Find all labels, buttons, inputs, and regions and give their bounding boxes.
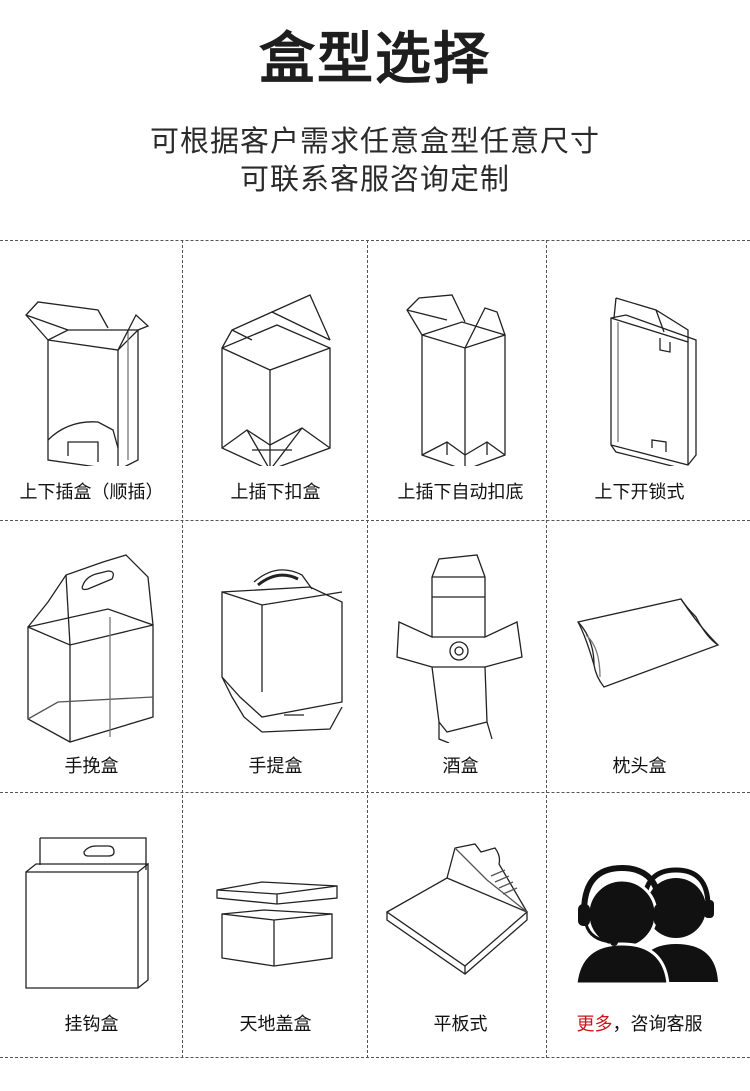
grid-divider bbox=[182, 240, 183, 1058]
customer-service-icon bbox=[574, 864, 718, 984]
page-subtitle-line1: 可根据客户需求任意盒型任意尺寸 bbox=[149, 124, 600, 158]
box-type-label: 上下插盒（顺插） bbox=[19, 482, 164, 503]
box-type-grid: 上下插盒（顺插） 上插下扣盒 上插下自动扣底 bbox=[0, 240, 750, 1058]
page-subtitle-line2: 可联系客服咨询定制 bbox=[239, 162, 510, 196]
grid-divider bbox=[0, 1057, 750, 1058]
more-highlight: 更多 bbox=[576, 1014, 613, 1035]
box-type-carry[interactable]: 手提盒 bbox=[184, 527, 367, 797]
grid-divider bbox=[0, 792, 750, 793]
carry-box-icon bbox=[221, 569, 343, 733]
box-type-label: 手提盒 bbox=[248, 756, 303, 777]
box-type-wine[interactable]: 酒盒 bbox=[369, 527, 552, 797]
page-title: 盒型选择 bbox=[259, 27, 491, 92]
grid-divider bbox=[546, 240, 547, 1058]
box-type-label: 上下开锁式 bbox=[594, 482, 685, 503]
wine-box-icon bbox=[396, 554, 523, 743]
box-type-top-bottom-lock[interactable]: 上下开锁式 bbox=[548, 250, 731, 520]
box-type-hanger[interactable]: 挂钩盒 bbox=[0, 800, 183, 1070]
box-type-label: 天地盖盒 bbox=[239, 1014, 312, 1035]
auto-lock-bottom-box-icon bbox=[406, 294, 506, 466]
top-bottom-lock-box-icon bbox=[610, 297, 697, 466]
snap-lock-bottom-box-icon bbox=[221, 294, 331, 466]
more-label: 更多，咨询客服 bbox=[548, 1010, 731, 1036]
handle-box-icon bbox=[27, 554, 154, 743]
more-rest: ，咨询客服 bbox=[612, 1014, 703, 1035]
box-type-label: 枕头盒 bbox=[612, 756, 667, 777]
box-type-tuck-end[interactable]: 上下插盒（顺插） bbox=[0, 250, 183, 520]
box-type-label: 上插下自动扣底 bbox=[397, 482, 524, 503]
grid-divider bbox=[0, 520, 750, 521]
more-contact-service[interactable]: 更多，咨询客服 bbox=[548, 800, 731, 1070]
box-type-snap-lock[interactable]: 上插下扣盒 bbox=[184, 250, 367, 520]
tuck-end-box-icon bbox=[25, 301, 150, 466]
box-type-label: 手挽盒 bbox=[64, 756, 119, 777]
box-type-handle[interactable]: 手挽盒 bbox=[0, 527, 183, 797]
box-type-auto-lock[interactable]: 上插下自动扣底 bbox=[369, 250, 552, 520]
grid-divider bbox=[0, 240, 750, 241]
pillow-box-icon bbox=[577, 598, 720, 688]
box-type-label: 上插下扣盒 bbox=[230, 482, 321, 503]
box-type-lid-base[interactable]: 天地盖盒 bbox=[184, 800, 367, 1070]
box-type-label: 挂钩盒 bbox=[64, 1014, 119, 1035]
hanger-box-icon bbox=[25, 837, 149, 989]
box-type-label: 平板式 bbox=[433, 1014, 488, 1035]
flat-tray-box-icon bbox=[385, 843, 529, 975]
lid-base-box-icon bbox=[216, 881, 338, 967]
box-type-pillow[interactable]: 枕头盒 bbox=[548, 527, 731, 797]
box-type-flat-tray[interactable]: 平板式 bbox=[369, 800, 552, 1070]
box-type-label: 酒盒 bbox=[442, 756, 479, 777]
grid-divider bbox=[367, 240, 368, 1058]
